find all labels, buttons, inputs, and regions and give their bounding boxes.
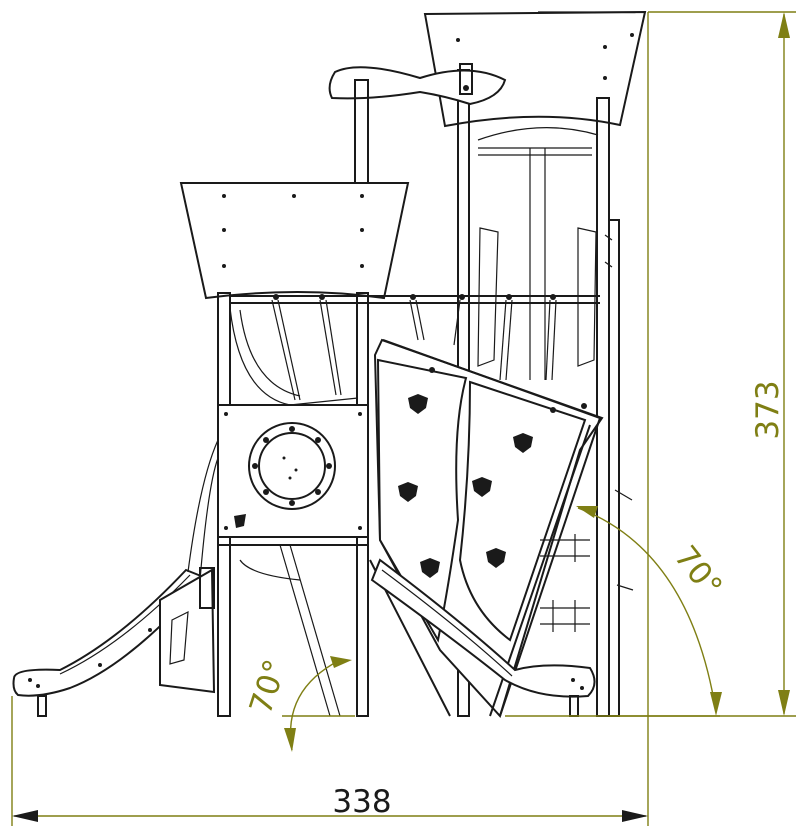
left-angle-arrow-bottom bbox=[284, 728, 296, 752]
cross-brace bbox=[279, 544, 341, 717]
panel-bolt bbox=[358, 526, 362, 530]
slide-clamp bbox=[199, 567, 215, 609]
left-angle-arrow-top bbox=[330, 656, 352, 668]
roof-bolt bbox=[630, 33, 634, 37]
ramp-chute bbox=[370, 558, 596, 698]
roof-bolt bbox=[603, 45, 607, 49]
rail-bolt bbox=[550, 294, 556, 300]
left-slide bbox=[12, 439, 219, 717]
panel-bolt bbox=[224, 412, 228, 416]
rail-bolt bbox=[410, 294, 416, 300]
rail-bolt bbox=[319, 294, 325, 300]
left-tower-curve-inner bbox=[239, 309, 301, 397]
climbing-holds bbox=[398, 367, 587, 578]
right-angle-arrow-bottom bbox=[710, 692, 722, 716]
right-tower-inner-frame bbox=[478, 147, 592, 380]
porthole-bolts bbox=[252, 426, 332, 506]
rail-bolt bbox=[506, 294, 512, 300]
width-arrow-right bbox=[622, 810, 648, 822]
right-tower-arch bbox=[477, 127, 599, 141]
rail-bolt bbox=[459, 294, 465, 300]
left-tower-roof bbox=[179, 182, 410, 300]
slide-upper-curve-inner bbox=[199, 457, 219, 581]
rope-bars bbox=[271, 299, 557, 401]
left-tower-curve bbox=[229, 307, 359, 406]
flag-bolt bbox=[463, 85, 469, 91]
height-label: 373 bbox=[750, 380, 786, 439]
ramp-edge bbox=[381, 569, 513, 677]
ramp-bolts bbox=[571, 678, 584, 690]
roof-bolt bbox=[456, 38, 460, 42]
climbing-wall-right-panel bbox=[458, 380, 587, 642]
right-tower-right-post bbox=[596, 97, 610, 717]
roof-bolt bbox=[360, 228, 364, 232]
wall-side-rail bbox=[499, 417, 601, 717]
slide-bolts bbox=[28, 628, 152, 688]
panel-bolt bbox=[358, 412, 362, 416]
ramp-step-bolts bbox=[552, 534, 576, 632]
left-tower bbox=[179, 182, 600, 717]
porthole-inner-ring bbox=[258, 432, 326, 500]
wall-top-rail bbox=[382, 339, 601, 419]
slide-upper-curve bbox=[187, 439, 219, 573]
height-arrow-bottom bbox=[778, 690, 790, 716]
width-arrow-left bbox=[12, 810, 38, 822]
roof-bolt bbox=[222, 228, 226, 232]
roof-bolt bbox=[603, 76, 607, 80]
right-ramp bbox=[370, 534, 596, 717]
slide-bracket bbox=[169, 610, 189, 665]
right-angle-label: 70° bbox=[667, 539, 729, 604]
roof-bolt bbox=[360, 264, 364, 268]
panel-bolt bbox=[224, 526, 228, 530]
right-side-wall bbox=[608, 219, 620, 717]
right-angle-arc bbox=[577, 507, 717, 713]
slide-foot bbox=[37, 695, 47, 717]
logo-mark bbox=[234, 514, 246, 528]
right-angle-arrow-top bbox=[576, 506, 598, 518]
left-angle-arc bbox=[289, 659, 341, 751]
ramp-steps bbox=[540, 539, 590, 625]
ramp-foot bbox=[569, 695, 579, 717]
roof-bolt bbox=[360, 194, 364, 198]
bench-curve bbox=[239, 559, 301, 581]
left-angle-label: 70° bbox=[243, 655, 294, 718]
right-side-fittings bbox=[604, 234, 634, 591]
height-arrow-top bbox=[778, 12, 790, 38]
roof-bolt bbox=[292, 194, 296, 198]
rail-bolt bbox=[273, 294, 279, 300]
platform-beam bbox=[217, 536, 369, 546]
flag-clamp bbox=[459, 63, 473, 95]
right-tower-side-panel bbox=[577, 227, 597, 367]
porthole-outer-ring bbox=[248, 422, 336, 510]
width-label: 338 bbox=[332, 784, 391, 820]
right-tower-side-panel bbox=[477, 227, 499, 367]
roof-bolt bbox=[222, 194, 226, 198]
roof-bolt bbox=[222, 264, 226, 268]
top-flag bbox=[328, 63, 507, 185]
